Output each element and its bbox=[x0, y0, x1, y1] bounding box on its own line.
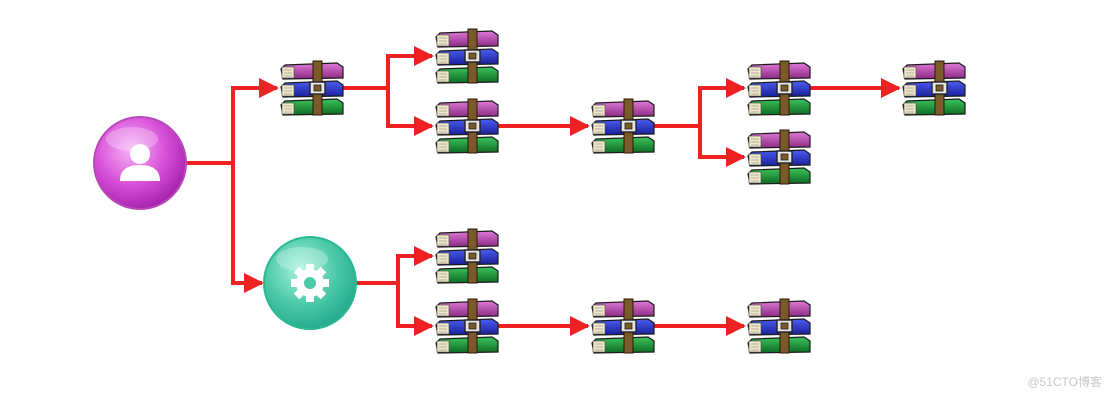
winrar-archive-icon bbox=[902, 60, 966, 116]
connector-lines bbox=[186, 46, 901, 336]
connector-arrow bbox=[231, 78, 279, 163]
winrar-archive-icon bbox=[435, 98, 499, 154]
winrar-archive-icon bbox=[591, 98, 655, 154]
winrar-archive-icon bbox=[435, 298, 499, 354]
diagram-nodes bbox=[93, 28, 966, 354]
user-node bbox=[93, 116, 187, 210]
winrar-archive-icon bbox=[747, 60, 811, 116]
connector-arrow bbox=[231, 163, 264, 293]
connector-arrow bbox=[698, 126, 746, 167]
winrar-archive-icon bbox=[435, 28, 499, 84]
winrar-archive-icon bbox=[435, 228, 499, 284]
winrar-archive-icon bbox=[747, 298, 811, 354]
connector-arrow bbox=[698, 78, 746, 126]
winrar-archive-icon bbox=[280, 60, 344, 116]
user-icon bbox=[120, 144, 160, 181]
watermark-text: @51CTO博客 bbox=[1027, 375, 1102, 389]
connector-arrow bbox=[386, 88, 434, 136]
gear-icon bbox=[291, 264, 329, 302]
winrar-archive-icon bbox=[747, 129, 811, 185]
connector-arrow bbox=[396, 246, 434, 283]
winrar-archive-icon bbox=[591, 298, 655, 354]
connector-arrow bbox=[396, 283, 434, 336]
connector-arrow bbox=[386, 46, 434, 88]
gear-node bbox=[263, 236, 357, 330]
